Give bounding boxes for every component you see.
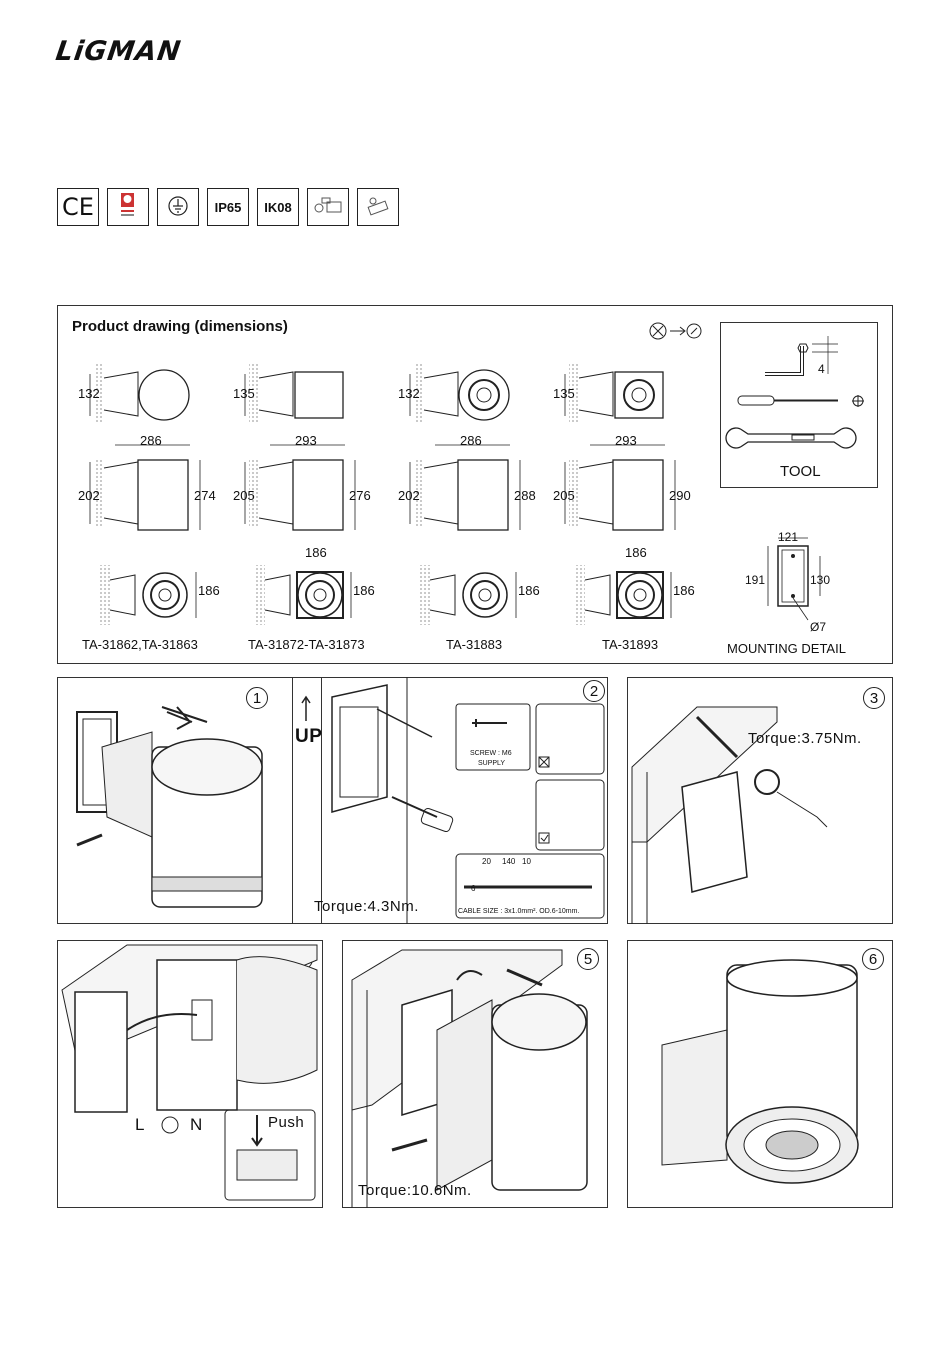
dim-front-top-label: 186 bbox=[305, 545, 327, 560]
wrench-icon bbox=[725, 427, 857, 449]
dim-right-height: 288 bbox=[514, 488, 536, 503]
step-number: 2 bbox=[583, 680, 605, 702]
step-6-panel bbox=[627, 940, 893, 1208]
step-1-panel bbox=[57, 677, 322, 924]
install-surface-icon bbox=[307, 188, 349, 226]
dim-left-height: 202 bbox=[398, 488, 420, 503]
tool-swap-icon bbox=[648, 320, 708, 342]
strip-length: 140 bbox=[502, 857, 516, 866]
mounting-height-right: 130 bbox=[810, 573, 831, 587]
dim-top-label: 132 bbox=[78, 386, 100, 401]
dim-width-label: 286 bbox=[460, 433, 482, 448]
dim-top-label: 132 bbox=[398, 386, 420, 401]
dim-right-height: 276 bbox=[349, 488, 371, 503]
driver-icon bbox=[357, 188, 399, 226]
dim-front-label: 186 bbox=[353, 583, 375, 598]
dim-left-height: 205 bbox=[553, 488, 575, 503]
class-1-earth-icon bbox=[157, 188, 199, 226]
step-number: 5 bbox=[577, 948, 599, 970]
step-5-torque: Torque:10.6Nm. bbox=[358, 1182, 472, 1199]
dim-width-label: 293 bbox=[615, 433, 637, 448]
model-label: TA-31883 bbox=[446, 637, 503, 652]
step-2-torque: Torque:4.3Nm. bbox=[314, 898, 419, 915]
step-3-torque: Torque:3.75Nm. bbox=[748, 730, 862, 747]
strip-length: 6 bbox=[471, 884, 476, 893]
step-number: 3 bbox=[863, 687, 885, 709]
drawing-title: Product drawing (dimensions) bbox=[72, 318, 288, 335]
dim-right-height: 290 bbox=[669, 488, 691, 503]
strip-length: 20 bbox=[482, 857, 491, 866]
dim-front-label: 186 bbox=[198, 583, 220, 598]
live-terminal-label: L bbox=[135, 1115, 145, 1134]
dim-left-height: 205 bbox=[233, 488, 255, 503]
dim-front-top-label: 186 bbox=[625, 545, 647, 560]
step-4-illustration bbox=[57, 940, 323, 1208]
step-2-illustration bbox=[292, 677, 608, 924]
supply-label: SUPPLY bbox=[478, 760, 506, 767]
mounting-detail-label: MOUNTING DETAIL bbox=[727, 641, 846, 656]
up-arrow-label: UP bbox=[295, 726, 323, 747]
step-6-illustration bbox=[627, 940, 893, 1208]
ik08-badge: IK08 bbox=[257, 188, 299, 226]
step-number: 6 bbox=[862, 948, 884, 970]
screwdriver-icon bbox=[737, 395, 864, 407]
dim-left-height: 202 bbox=[78, 488, 100, 503]
dim-top-label: 135 bbox=[233, 386, 255, 401]
tool-dimension: 4 bbox=[818, 362, 825, 376]
tool-drawings bbox=[720, 322, 878, 488]
brand-logo: LiGMAN bbox=[53, 36, 184, 67]
step-2-panel bbox=[292, 677, 608, 924]
tool-box bbox=[720, 322, 878, 488]
strip-length: 10 bbox=[522, 857, 531, 866]
model-label: TA-31872-TA-31873 bbox=[248, 637, 365, 652]
push-label: Push bbox=[268, 1114, 305, 1131]
ce-mark: CE bbox=[57, 188, 99, 226]
neutral-terminal-label: N bbox=[190, 1115, 203, 1134]
model-label: TA-31862,TA-31863 bbox=[82, 637, 198, 652]
mounting-height-left: 191 bbox=[745, 573, 766, 587]
step-3-panel bbox=[627, 677, 893, 924]
mounting-width: 121 bbox=[778, 530, 799, 544]
dim-top-label: 135 bbox=[553, 386, 575, 401]
dim-width-label: 286 bbox=[140, 433, 162, 448]
step-3-illustration bbox=[627, 677, 893, 924]
mounting-detail-drawing bbox=[740, 528, 860, 628]
model-label: TA-31893 bbox=[602, 637, 659, 652]
step-5-panel bbox=[342, 940, 608, 1208]
screw-label: SCREW : M6 bbox=[470, 750, 512, 757]
dim-right-height: 274 bbox=[194, 488, 216, 503]
dim-front-label: 186 bbox=[673, 583, 695, 598]
tool-label: TOOL bbox=[780, 463, 821, 480]
dim-width-label: 293 bbox=[295, 433, 317, 448]
step-4-panel bbox=[57, 940, 323, 1208]
step-5-illustration bbox=[342, 940, 608, 1208]
dim-front-label: 186 bbox=[518, 583, 540, 598]
step-1-illustration bbox=[57, 677, 322, 924]
quality-seal-icon bbox=[107, 188, 149, 226]
product-drawing-panel bbox=[57, 305, 893, 664]
mounting-hole: Ø7 bbox=[810, 620, 827, 634]
allen-key-icon bbox=[765, 336, 838, 376]
ip65-badge: IP65 bbox=[207, 188, 249, 226]
cable-size-label: CABLE SIZE : 3x1.0mm². OD.6-10mm. bbox=[458, 908, 580, 915]
step-number: 1 bbox=[246, 687, 268, 709]
